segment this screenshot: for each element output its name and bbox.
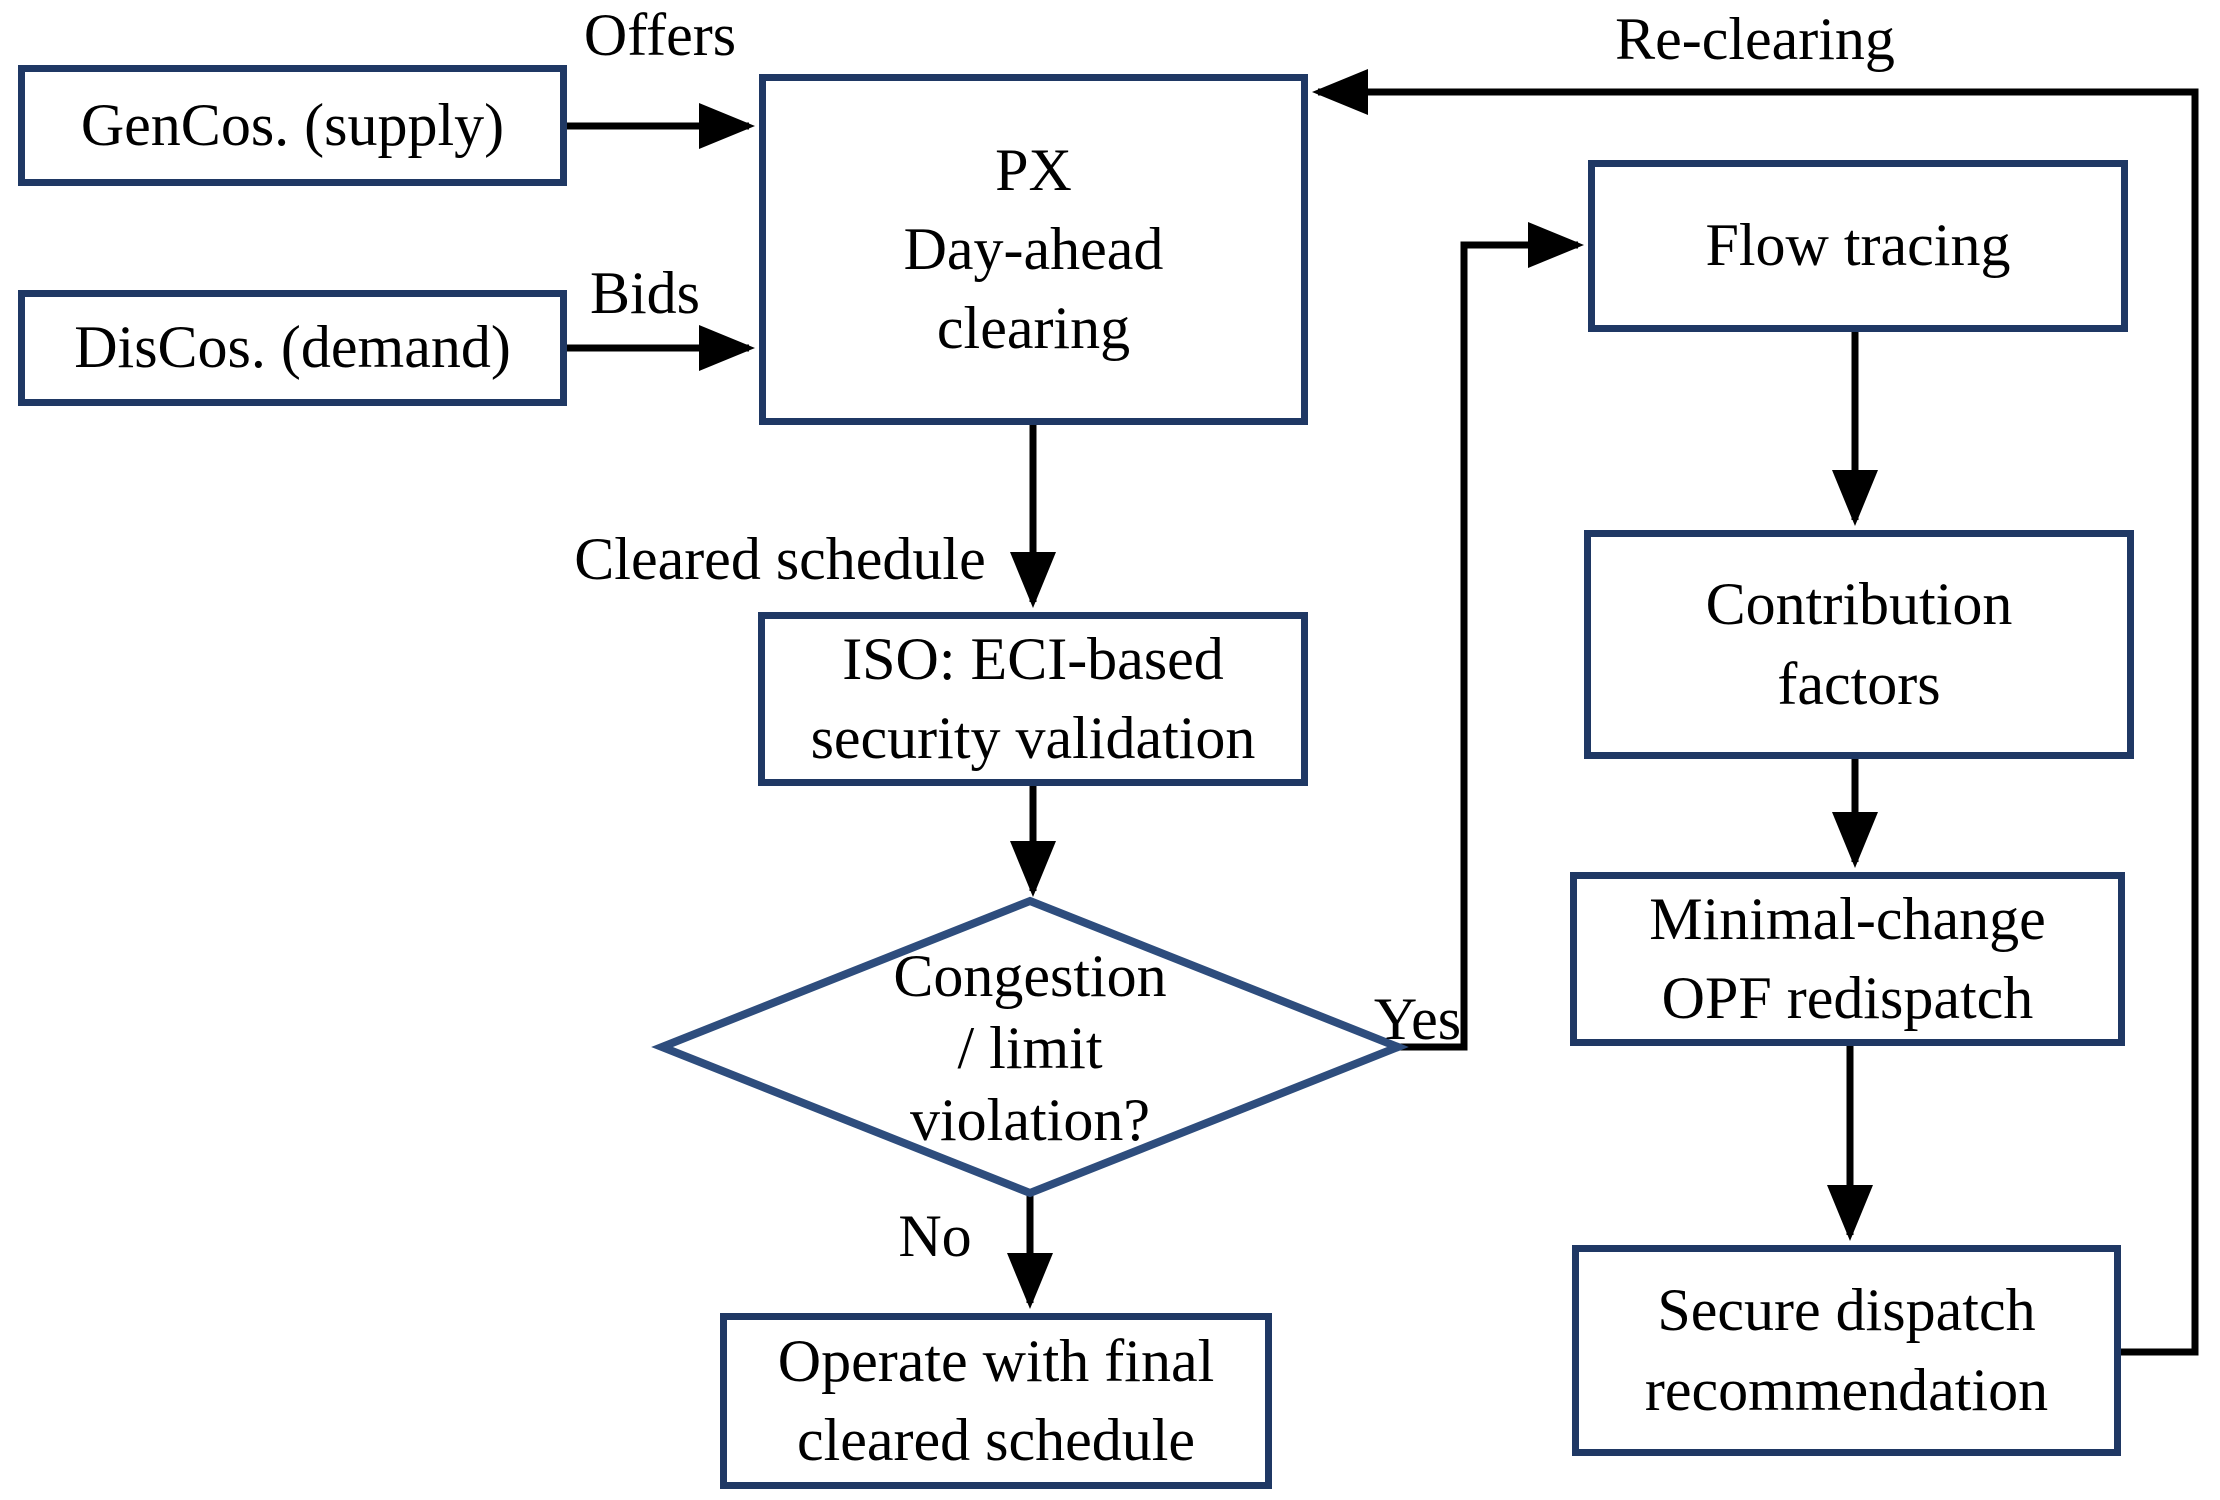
node-contribution-label: Contribution factors (1705, 571, 2013, 717)
edge-label-bids: Bids (589, 260, 701, 326)
node-discos-label: DisCos. (demand) (74, 314, 511, 381)
node-gencos: GenCos. (supply) (18, 65, 567, 186)
node-contribution-factors: Contribution factors (1584, 530, 2134, 759)
node-iso-label: ISO: ECI-based security validation (810, 625, 1256, 771)
node-secure-dispatch-recommendation: Secure dispatch recommendation (1572, 1245, 2121, 1456)
node-gencos-label: GenCos. (supply) (80, 91, 505, 158)
edge-label-yes: Yes (1373, 986, 1462, 1052)
edge-label-cleared-schedule: Cleared schedule (574, 526, 986, 592)
edge-secure-reclearing-to-px (1312, 69, 2199, 1356)
decision-label: Congestion / limit violation? (893, 942, 1167, 1153)
node-flow-tracing: Flow tracing (1588, 160, 2128, 332)
node-redispatch-label: Minimal-change OPF redispatch (1649, 885, 2046, 1031)
decision-congestion-text: Congestion / limit violation? (810, 943, 1250, 1153)
node-secure-label: Secure dispatch recommendation (1644, 1277, 2049, 1423)
node-px-label: PX Day-ahead clearing (903, 136, 1164, 362)
node-flow-tracing-label: Flow tracing (1705, 212, 2011, 279)
node-operate-label: Operate with final cleared schedule (777, 1327, 1215, 1473)
node-operate-final-schedule: Operate with final cleared schedule (720, 1313, 1272, 1489)
edge-label-no: No (898, 1203, 972, 1269)
edge-label-re-clearing: Re-clearing (1615, 6, 1895, 72)
node-minimal-change-opf-redispatch: Minimal-change OPF redispatch (1570, 872, 2125, 1046)
decision-diamond (651, 896, 1409, 1198)
node-discos: DisCos. (demand) (18, 290, 567, 406)
node-iso-security-validation: ISO: ECI-based security validation (758, 612, 1308, 786)
edge-decision-yes-to-flow-tracing (1398, 222, 1584, 1051)
node-px-day-ahead-clearing: PX Day-ahead clearing (759, 74, 1308, 425)
edge-label-offers: Offers (583, 2, 737, 68)
